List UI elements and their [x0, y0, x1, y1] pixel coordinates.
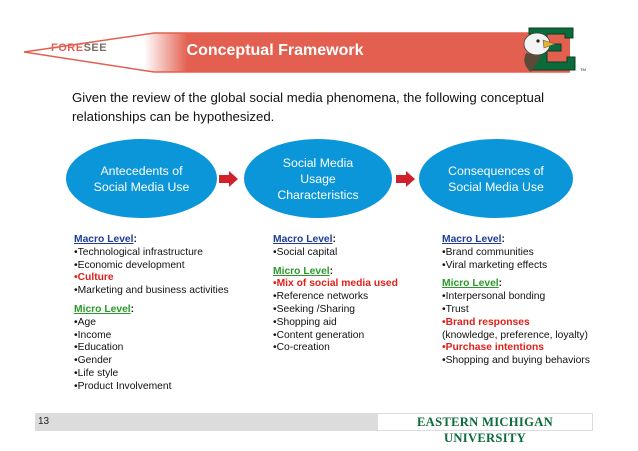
- factor-item: •Shopping aid: [273, 316, 337, 328]
- factor-item: •Co-creation: [273, 342, 330, 354]
- factor-item: •Shopping and buying behaviors: [442, 355, 590, 367]
- consequences-node: Consequences of Social Media Use: [419, 139, 573, 218]
- factor-item: (knowledge, preference, loyalty): [442, 329, 588, 341]
- factor-item: •Viral marketing effects: [442, 259, 548, 271]
- factor-item: •Marketing and business activities: [74, 285, 229, 297]
- factor-item: •Age: [74, 316, 96, 328]
- factor-item: •Technological infrastructure: [74, 246, 203, 258]
- factor-item: •Seeking /Sharing: [273, 303, 356, 315]
- trademark-text: TM: [580, 67, 586, 72]
- foresee-logo: FORESEE: [51, 42, 108, 54]
- antecedents-node: Antecedents of Social Media Use: [66, 139, 217, 218]
- factor-item: •Brand communities: [442, 246, 534, 258]
- usage-characteristics-node: Social Media Usage Characteristics: [244, 139, 392, 218]
- factor-item: •Purchase intentions: [442, 342, 545, 354]
- consequences-column: Macro Level:•Brand communities•Viral mar…: [442, 234, 592, 368]
- page-number: 13: [38, 416, 50, 427]
- factor-item: •Gender: [74, 355, 112, 367]
- title-banner: [24, 32, 570, 73]
- usage-characteristics-label: Social Media Usage Characteristics: [277, 155, 359, 202]
- antecedents-label: Antecedents of Social Media Use: [93, 163, 190, 194]
- factor-item: •Life style: [74, 367, 119, 379]
- factor-item: •Interpersonal bonding: [442, 291, 546, 303]
- factor-item: •Content generation: [273, 329, 365, 341]
- factor-item: •Social capital: [273, 246, 338, 258]
- university-name: EASTERN MICHIGAN UNIVERSITY: [378, 414, 592, 445]
- factor-item: •Economic development: [74, 259, 185, 271]
- arrow-right-icon: [396, 171, 415, 187]
- arrow-right-icon: [219, 171, 238, 187]
- factor-item: •Mix of social media used: [273, 278, 398, 290]
- factor-item: •Reference networks: [273, 291, 369, 303]
- micro-level-heading: Micro Level:: [74, 303, 135, 315]
- macro-level-heading: Macro Level:: [273, 234, 336, 245]
- factor-item: •Culture: [74, 272, 114, 284]
- slide-title: Conceptual Framework: [186, 42, 364, 59]
- antecedents-column: Macro Level:•Technological infrastructur…: [74, 234, 239, 394]
- factor-item: •Product Involvement: [74, 380, 172, 392]
- factor-item: •Brand responses: [442, 316, 530, 328]
- factor-item: •Education: [74, 342, 124, 354]
- consequences-label: Consequences of Social Media Use: [448, 163, 544, 194]
- eagle-mascot-logo: TM: [523, 27, 586, 72]
- factor-item: •Trust: [442, 303, 469, 315]
- factor-item: •Income: [74, 329, 112, 341]
- micro-level-heading: Micro Level:: [273, 265, 334, 277]
- macro-level-heading: Macro Level:: [74, 234, 137, 245]
- macro-level-heading: Macro Level:: [442, 234, 505, 245]
- micro-level-heading: Micro Level:: [442, 278, 503, 290]
- intro-text: Given the review of the global social me…: [72, 90, 545, 124]
